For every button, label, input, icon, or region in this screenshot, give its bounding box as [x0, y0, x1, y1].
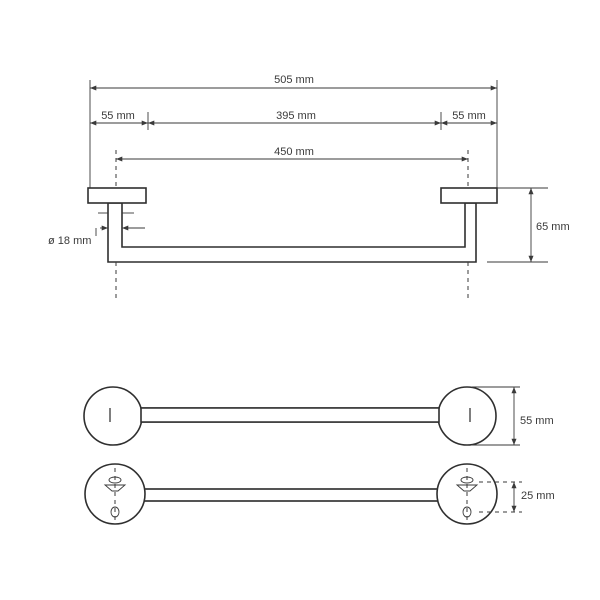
rear-view: 25 mm — [84, 463, 555, 525]
left-lower-hole — [110, 506, 120, 518]
front-view: 55 mm — [83, 386, 554, 446]
label-rosette-left: 55 mm — [101, 110, 135, 122]
left-slot-hole — [103, 484, 127, 492]
bar-side-profile — [107, 202, 477, 263]
left-mount-holes — [103, 468, 127, 524]
right-slot-hole — [455, 484, 479, 492]
label-bracket-height: 25 mm — [521, 490, 555, 502]
label-rosette-right: 55 mm — [452, 110, 486, 122]
bar-rear — [119, 488, 465, 502]
label-bar-diameter: ø 18 mm — [48, 235, 91, 247]
label-rosette-diameter: 55 mm — [520, 415, 554, 427]
bar-front-middle — [140, 407, 440, 423]
label-mount-centers: 450 mm — [274, 146, 314, 158]
side-view: 505 mm 55 mm 395 mm 55 mm 450 mm ø 18 mm… — [48, 74, 570, 298]
label-bar-span: 395 mm — [276, 110, 316, 122]
bar-front-ends — [109, 408, 471, 422]
label-projection: 65 mm — [536, 221, 570, 233]
right-mount-holes — [455, 468, 479, 524]
left-upper-hole — [108, 476, 122, 484]
left-rosette-side — [87, 187, 147, 204]
right-rosette-front — [437, 386, 497, 446]
label-overall-width: 505 mm — [274, 74, 314, 86]
right-upper-hole — [460, 476, 474, 484]
right-lower-hole — [462, 506, 472, 518]
right-rosette-side — [440, 187, 498, 204]
left-rosette-front — [83, 386, 143, 446]
